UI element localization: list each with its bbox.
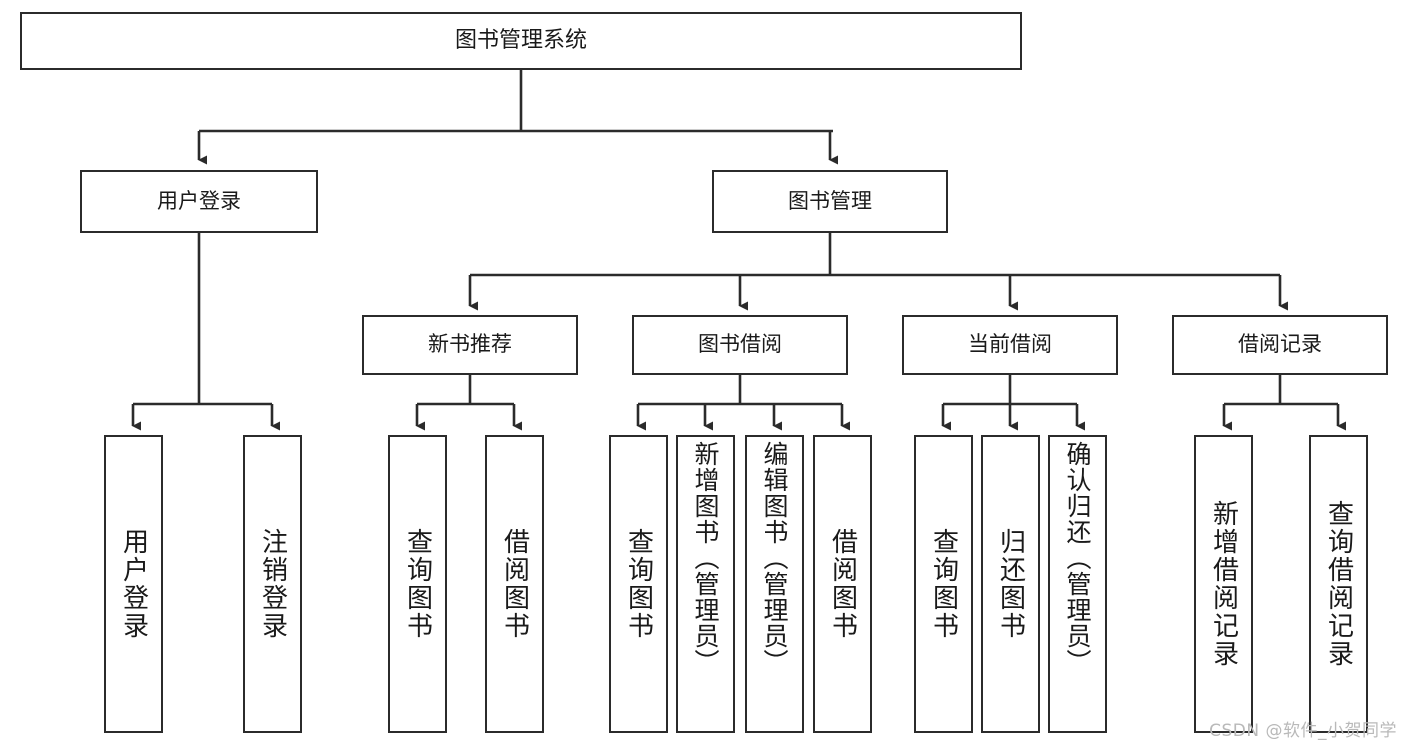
node-book-borrowing[interactable]: 图书借阅 xyxy=(632,315,848,375)
node-new-book-recommendation[interactable]: 新书推荐 xyxy=(362,315,578,375)
leaf-query-book-borrow[interactable]: 查询图书 xyxy=(609,435,668,733)
node-label: 查询图书 xyxy=(928,528,959,640)
node-current-borrowing[interactable]: 当前借阅 xyxy=(902,315,1118,375)
leaf-confirm-return-admin[interactable]: 确认归还（管理员） xyxy=(1048,435,1107,733)
node-label: 注销登录 xyxy=(257,528,288,640)
node-root-book-management-system[interactable]: 图书管理系统 xyxy=(20,12,1022,70)
node-label: 用户登录 xyxy=(118,528,149,640)
leaf-add-borrow-record[interactable]: 新增借阅记录 xyxy=(1194,435,1253,733)
node-label: 查询图书 xyxy=(402,528,433,640)
node-label: 查询图书 xyxy=(623,528,654,640)
leaf-query-book-new-rec[interactable]: 查询图书 xyxy=(388,435,447,733)
node-label: 归还图书 xyxy=(995,528,1026,640)
leaf-query-borrow-record[interactable]: 查询借阅记录 xyxy=(1309,435,1368,733)
node-borrowing-record[interactable]: 借阅记录 xyxy=(1172,315,1388,375)
node-label: 图书管理 xyxy=(788,188,872,213)
leaf-return-book[interactable]: 归还图书 xyxy=(981,435,1040,733)
leaf-user-logout[interactable]: 注销登录 xyxy=(243,435,302,733)
node-label: 借阅记录 xyxy=(1238,332,1322,357)
node-label: 当前借阅 xyxy=(968,332,1052,357)
node-label: 新书推荐 xyxy=(428,332,512,357)
csdn-watermark: CSDN @软件_小贺同学 xyxy=(1209,721,1397,741)
node-label: 确认归还（管理员） xyxy=(1063,441,1092,675)
node-label: 用户登录 xyxy=(157,188,241,213)
leaf-user-login[interactable]: 用户登录 xyxy=(104,435,163,733)
node-label: 新增借阅记录 xyxy=(1208,500,1239,668)
node-user-login[interactable]: 用户登录 xyxy=(80,170,318,233)
node-label: 查询借阅记录 xyxy=(1323,500,1354,668)
node-label: 借阅图书 xyxy=(827,528,858,640)
node-label: 图书借阅 xyxy=(698,332,782,357)
leaf-add-book-admin[interactable]: 新增图书（管理员） xyxy=(676,435,735,733)
leaf-borrow-book[interactable]: 借阅图书 xyxy=(813,435,872,733)
node-book-management[interactable]: 图书管理 xyxy=(712,170,948,233)
node-label: 图书管理系统 xyxy=(454,27,587,53)
leaf-borrow-book-new-rec[interactable]: 借阅图书 xyxy=(485,435,544,733)
leaf-query-book-current[interactable]: 查询图书 xyxy=(914,435,973,733)
node-label: 新增图书（管理员） xyxy=(691,441,720,675)
leaf-edit-book-admin[interactable]: 编辑图书（管理员） xyxy=(745,435,804,733)
node-label: 借阅图书 xyxy=(499,528,530,640)
node-label: 编辑图书（管理员） xyxy=(760,441,789,675)
